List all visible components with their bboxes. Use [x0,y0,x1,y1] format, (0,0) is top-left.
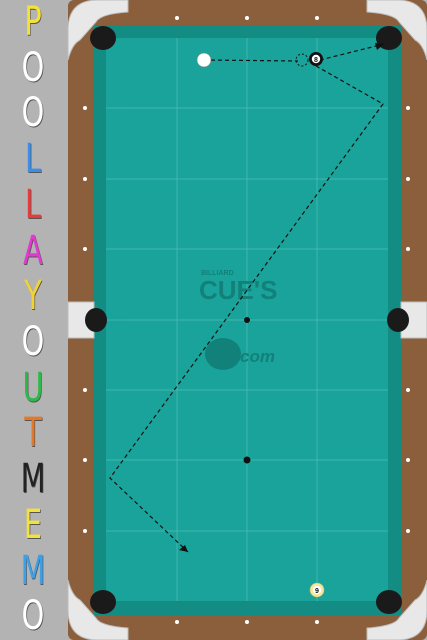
path-arrowheads [179,43,384,552]
logo-emblem [205,338,241,370]
pocket-surrounds [67,0,427,640]
title-letter: P [24,0,42,45]
ghost-ball [295,53,309,67]
rail-diamonds [83,16,410,624]
pocket-middle-left [85,308,107,332]
pocket-bottom-left [90,590,116,614]
cue-ball[interactable] [196,52,212,68]
title-letter: O [21,319,45,365]
table-grid [106,38,388,601]
pocket-bottom-right [376,590,402,614]
pocket-top-left [90,26,116,50]
title-letter: T [24,410,42,457]
title-letter: E [23,501,43,548]
title-letter: Y [24,273,42,320]
logo-brand-text: CUE'S [199,275,277,305]
cloth-logo: BILLIARD CUE'S com [199,270,277,370]
title-letter: L [24,136,42,183]
ball-9-label: 9 [315,588,319,595]
title-letter: M [20,456,46,503]
title-letter: L [24,181,42,228]
shot-path [109,43,385,553]
title-letter: O [21,593,45,640]
pocket-middle-right [387,308,409,332]
ball-9[interactable]: 9 [309,582,325,598]
title-letter: O [21,90,45,137]
title-letter: U [22,364,44,411]
title-letter: M [20,547,46,594]
ball-8-label: 8 [314,57,318,64]
ball-8[interactable]: 8 [309,52,323,66]
logo-com-text: com [240,347,275,366]
title-letter: A [23,227,43,274]
logo-small-text: BILLIARD [201,270,234,277]
foot-spot [243,456,251,464]
center-spot [244,317,250,323]
title-letter: O [21,44,45,91]
